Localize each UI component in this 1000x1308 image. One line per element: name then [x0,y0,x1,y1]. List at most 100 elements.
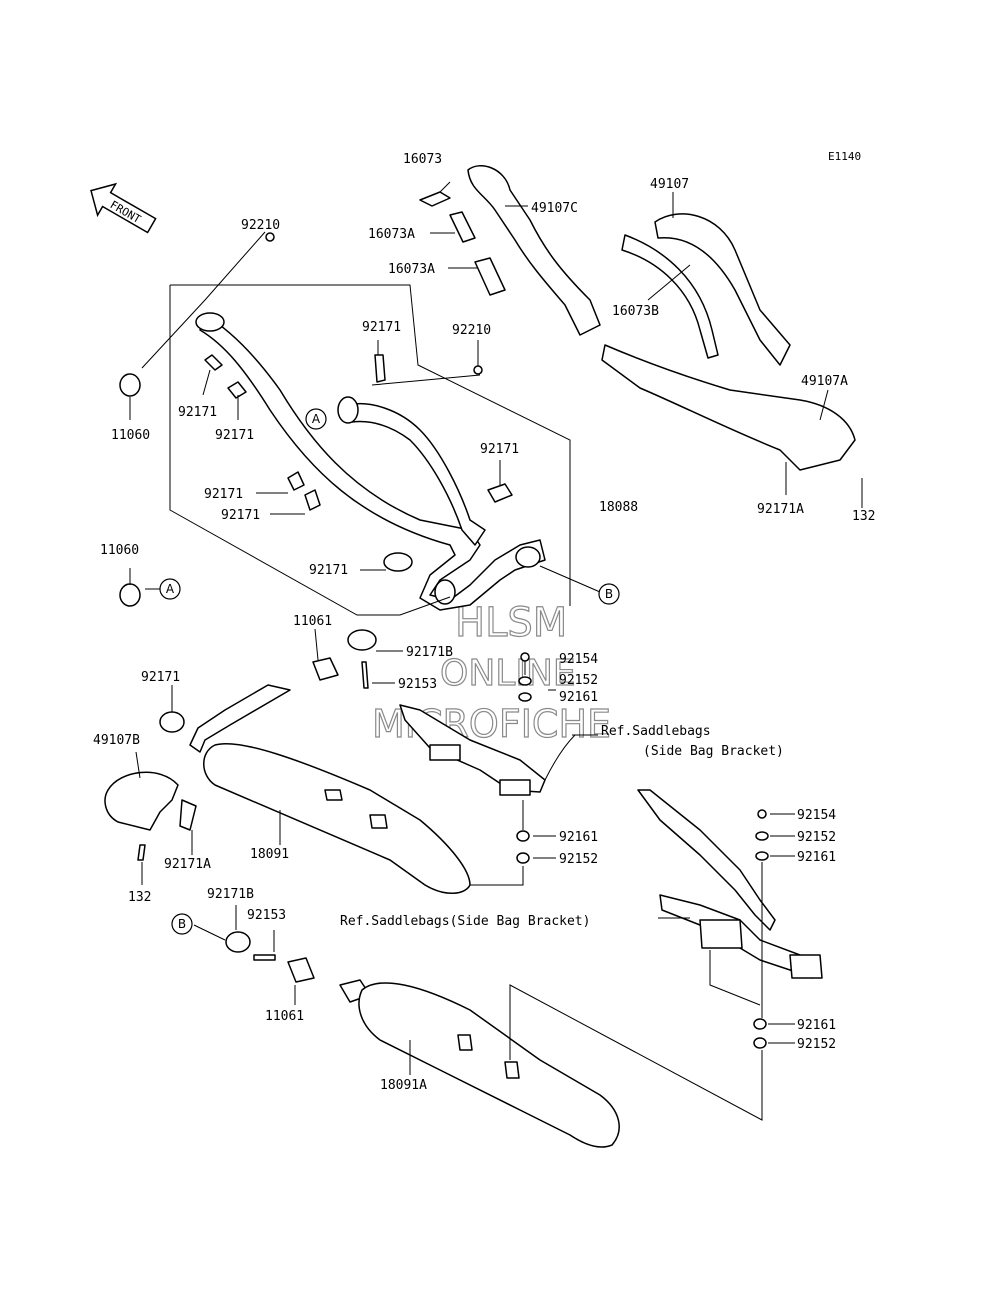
label-18091: 18091 [250,847,289,862]
clamp-92171-ring [383,552,413,572]
label-16073a-1: 16073A [368,227,415,242]
heat-shield-49107 [654,213,791,366]
bracket-right [637,789,823,979]
label-92152-bot: 92152 [797,1037,836,1052]
connector-11061-bot [287,957,315,983]
label-92161-top: 92161 [559,690,598,705]
label-16073a-2: 16073A [388,262,435,277]
label-92171-clamp: 92171 [309,563,348,578]
bolt-92154-right [757,809,767,819]
exhaust-pipe-18088 [195,312,546,611]
connector-11061-top [312,657,339,681]
nut-92161-bot [753,1018,767,1030]
bolt-92153-top [361,661,369,689]
ref-saddlebags-1-line1: Ref.Saddlebags [601,724,711,739]
label-92171b-bot: 92171B [207,887,254,902]
clamp-92171-2 [227,381,247,399]
label-49107b: 49107B [93,733,140,748]
label-92171-l1: 92171 [178,405,217,420]
label-132-left: 132 [128,890,151,905]
pad-16073a-2 [474,257,506,296]
label-92171-mid: 92171 [480,442,519,457]
label-92171a-top: 92171A [757,502,804,517]
callout-b-left [171,913,193,935]
callout-a-left [159,578,181,600]
clamp-92171-left [159,711,185,733]
label-92152-right: 92152 [797,830,836,845]
label-92171-l3: 92171 [204,487,243,502]
front-arrow-icon: FRONT [90,182,157,234]
clamp-92171-3 [287,471,305,491]
label-92153-top: 92153 [398,677,437,692]
label-92153-bot: 92153 [247,908,286,923]
label-92154-top: 92154 [559,652,598,667]
washer-92152-right [755,831,769,841]
clamp-92171-4 [304,489,321,511]
label-16073: 16073 [403,152,442,167]
nut-92161-right [755,851,769,861]
washer-92152-bot [753,1037,767,1049]
watermark-line-1: HLSM [455,600,567,646]
washer-92152-top [518,676,532,686]
label-92171-top: 92171 [362,320,401,335]
clamp-92171-top [374,354,386,383]
callout-a-top [305,408,327,430]
label-18088: 18088 [599,500,638,515]
label-92171b-top: 92171B [406,645,453,660]
gasket-11060-top [119,373,141,397]
label-11060-mid: 11060 [100,543,139,558]
label-49107c: 49107C [531,201,578,216]
washer-92152-mid [516,852,530,864]
heat-shield-49107c [467,165,601,336]
watermark-line-2: ONLINE [440,653,576,694]
label-92161-mid: 92161 [559,830,598,845]
bolt-92153-bot [253,954,276,961]
muffler-18091 [189,684,471,894]
pad-16073a-1 [449,211,476,243]
nut-92161-top [518,692,532,702]
label-16073b: 16073B [612,304,659,319]
label-92171-left: 92171 [141,670,180,685]
label-92171a-left: 92171A [164,857,211,872]
gasket-11060-mid [119,583,141,607]
diagram-code: E1140 [828,150,861,163]
bracket-upper [399,704,576,796]
leader-lines [129,181,863,1121]
nut-92161-mid [516,830,530,842]
screw-132-left [137,844,146,861]
ref-saddlebags-2: Ref.Saddlebags(Side Bag Bracket) [340,914,590,929]
label-18091a: 18091A [380,1078,427,1093]
clamp-92171b-top [347,629,377,651]
nut-92210-left [265,232,275,242]
clamp-92171-mid [487,483,513,503]
label-92152-mid: 92152 [559,852,598,867]
callout-b-right [598,583,620,605]
label-11061-bot: 11061 [265,1009,304,1024]
label-92152-top: 92152 [559,673,598,688]
pad-16073 [419,191,451,207]
label-92210-mid: 92210 [452,323,491,338]
label-92161-bot: 92161 [797,1018,836,1033]
heat-shield-49107a [601,344,856,471]
ref-saddlebags-1-line2: (Side Bag Bracket) [643,744,784,759]
label-132-top: 132 [852,509,875,524]
callout-b-right-label: B [605,587,613,601]
clamp-92171-1 [204,354,223,371]
label-92171-l2: 92171 [215,428,254,443]
clamp-92171b-bot [225,931,251,953]
heat-shield-49107b [104,771,179,831]
muffler-18091a [339,979,620,1148]
clamp-92171a-left [179,799,197,831]
nut-92210-mid [473,365,483,375]
label-92171-l4: 92171 [221,508,260,523]
label-92161-right: 92161 [797,850,836,865]
heat-shield-16073b [621,234,719,359]
bolt-92154-top [520,652,530,662]
callout-a-top-label: A [312,412,321,426]
label-11060-top: 11060 [111,428,150,443]
callout-a-left-label: A [166,582,175,596]
label-49107a: 49107A [801,374,848,389]
callout-b-left-label: B [178,917,186,931]
label-11061-top: 11061 [293,614,332,629]
